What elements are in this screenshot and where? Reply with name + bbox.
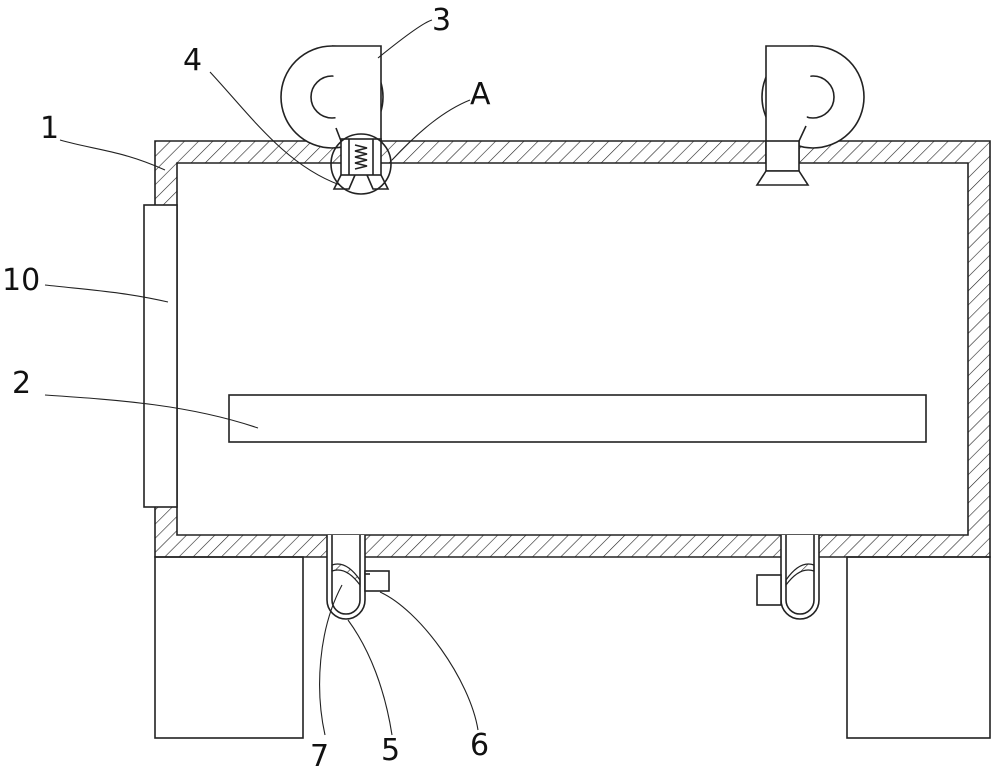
fan-left bbox=[280, 45, 384, 149]
drain-pipe-outer-right bbox=[780, 535, 820, 620]
leader-3 bbox=[377, 19, 433, 59]
fan-right bbox=[755, 45, 865, 186]
leader-4 bbox=[209, 71, 341, 186]
label-plate: 2 bbox=[12, 366, 31, 401]
drain-assembly-right bbox=[756, 535, 820, 620]
label-fan: 3 bbox=[432, 3, 451, 38]
leader-A bbox=[391, 99, 471, 161]
leader-5 bbox=[347, 619, 393, 736]
support-leg-right bbox=[846, 556, 991, 739]
label-filter-mesh: 7 bbox=[310, 739, 329, 774]
drain-box-right bbox=[756, 574, 782, 606]
label-drain-pipe: 5 bbox=[381, 733, 400, 768]
drain-assembly-left bbox=[326, 535, 390, 620]
casing-wall bbox=[154, 140, 991, 558]
drain-pipe-inner-left bbox=[331, 535, 361, 615]
valve-body bbox=[340, 138, 382, 176]
leader-7 bbox=[319, 584, 343, 736]
nozzle-neck bbox=[765, 140, 800, 172]
filter-mesh-right bbox=[785, 563, 815, 587]
label-valve: 4 bbox=[183, 43, 202, 78]
callout-labels: 1 10 2 3 4 A 7 5 6 bbox=[2, 3, 491, 774]
nozzle-funnel bbox=[755, 170, 810, 186]
drain-box-left bbox=[364, 570, 390, 592]
label-casing: 1 bbox=[40, 111, 59, 146]
leader-2 bbox=[44, 394, 259, 429]
casing bbox=[154, 140, 991, 558]
spring-valve bbox=[330, 133, 392, 195]
label-drain-box: 6 bbox=[470, 728, 489, 763]
leader-1 bbox=[59, 139, 166, 171]
leader-6 bbox=[379, 591, 479, 731]
label-door: 10 bbox=[2, 263, 40, 298]
drain-pipe-inner-right bbox=[785, 535, 815, 615]
leader-10 bbox=[44, 284, 169, 303]
fan-outlet-left bbox=[332, 45, 382, 142]
leader-lines bbox=[44, 19, 479, 736]
drain-pipe-outer-left bbox=[326, 535, 366, 620]
inner-plate bbox=[228, 394, 927, 443]
valve-spring bbox=[354, 144, 368, 170]
side-door bbox=[143, 204, 178, 508]
label-detail-mark: A bbox=[470, 77, 491, 112]
support-leg-left bbox=[154, 556, 304, 739]
detail-circle bbox=[330, 133, 392, 195]
filter-mesh-left bbox=[331, 563, 361, 587]
support-legs bbox=[154, 556, 991, 739]
